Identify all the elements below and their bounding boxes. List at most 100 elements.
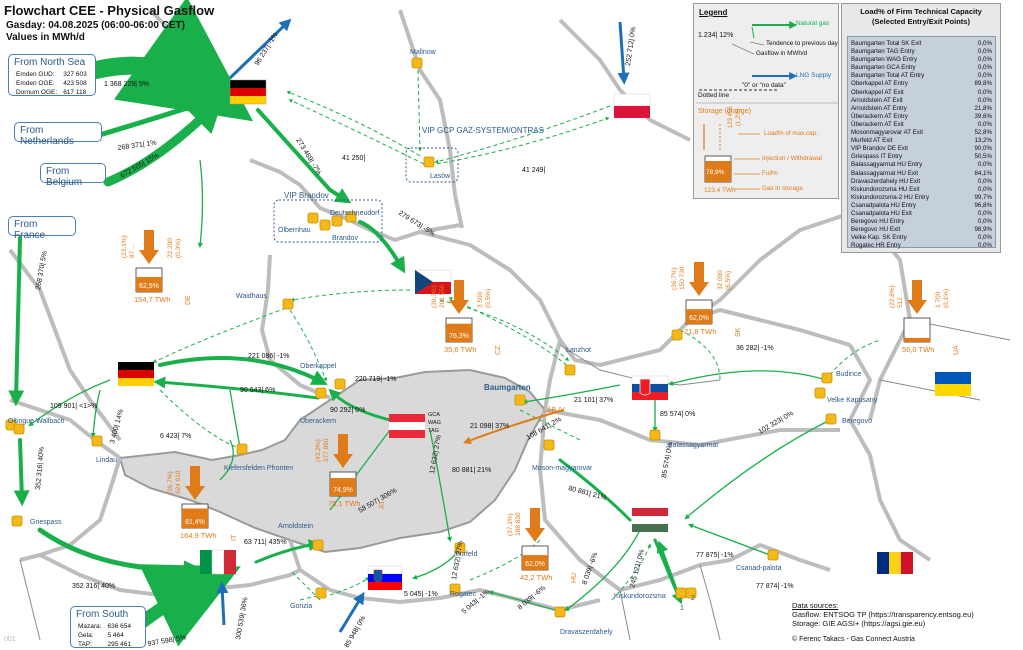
south-label: Gela: [78,632,94,639]
storage-country: HU [571,573,578,583]
capacity-point: Beregovo HU Exit [851,226,901,234]
storage-fill [446,323,472,342]
thick-gas-flows [8,0,683,647]
point-label: Csanad-palota [736,565,782,572]
flow-value: 1 368 229| 5% [104,81,149,88]
flow-value: 41 249| [522,167,545,174]
flag-romania [877,552,913,574]
point-label: Murfeld [454,551,477,558]
capacity-row: Csanadpalota HU Exit 0,0% [851,210,992,218]
point-label: Griespass [30,519,62,526]
capacity-point: Balassagyarmat HU Exit [851,169,919,177]
capacity-value: 0,0% [977,64,992,72]
capacity-point: Baumgarten TAG Entry [851,48,915,56]
capacity-point: Beregovo HU Entry [851,218,905,226]
gca-wag-tag-label: TAG [428,428,439,434]
source-belgium: From Belgium [40,163,106,188]
storage-withdrawal: 377 890 [323,438,330,462]
source-france-label: From France [14,219,46,241]
flow-value: 85 574| 0% [660,411,695,418]
capacity-point: Rogatec HR Entry [851,242,901,250]
storage-withdrawal: 87 … [129,242,136,258]
point-label: Rogatec [450,591,477,598]
ns-value: 327 603 [63,71,87,78]
storage-load: (22,8%) [889,285,896,308]
capacity-value: 21,8% [974,104,992,112]
point-label: Waidhaus [236,293,267,300]
data-sources: Data sources: Gasflow: ENTSOG TP (https:… [792,601,974,628]
legend-graphics [696,21,838,190]
storage-load: (36,7%) [671,267,678,290]
point-label: Beregovo [842,418,872,425]
flow-value: 8 039| -6% [581,552,599,586]
south-value: 295 461 [107,641,131,648]
point-label: Velke Kapusany [827,397,878,404]
flow-value: 41 250| [342,155,365,162]
point-label: Balassagyarmat [668,442,718,449]
storage-injection-pct: (0,5%) [485,289,492,308]
storage-withdrawal: 512 … [897,289,904,308]
flow-value: 77 875| -1% [696,552,734,559]
point-label: Arnoldstein [278,523,313,530]
storage-injection-pct: (0,3%) [175,239,182,258]
south-table: Mazara:636 654 Gela:5 464 TAP:295 461 [75,622,134,649]
capacity-value: 0,0% [977,209,992,217]
storage-full-pct: 81,4% [185,519,205,526]
storage-it [181,466,209,529]
lab-iv-label: LÁB IV [543,405,565,414]
storage-ua [903,280,931,343]
capacity-value: 0,0% [977,242,992,250]
source-storage: Storage: GIE AGSI+ (https://agsi.gie.eu) [792,619,926,628]
capacity-point: Csanadpalota HU Exit [851,209,912,217]
gca-wag-tag-label: GCA [428,412,440,418]
legend-v1: 123 456 [728,106,734,128]
point-label: Überackern [300,417,336,425]
capacity-value: 0,0% [977,56,992,64]
capacity-value: 99,7% [974,193,992,201]
point-label: Kiskundorozsma [614,593,666,600]
flow-value: 937 598| 5% [147,634,187,648]
flow-value: 21 098| 37% [470,423,509,430]
storage-full-pct: 17,5% [907,333,927,340]
flow-value: 36 282| -1% [736,345,774,352]
source-netherlands: From Netherlands [14,122,102,147]
lng-flows [216,18,630,633]
storage-full-pct: 74,9% [333,487,353,494]
storage-twh: 154,7 TWh [134,295,171,304]
source-north-sea-title: From North Sea [14,57,86,68]
storage-twh: 42,2 TWh [520,573,552,582]
storage-twh: 35,6 TWh [444,345,476,354]
storage-withdrawal: 188 830 [515,512,522,536]
withdrawal-arrow-icon [185,466,205,500]
storage-injection: 32 000 [717,270,724,290]
capacity-value: 84,1% [974,169,992,177]
flow-value: 268 370| 5% [35,251,49,291]
capacity-point: Überackern AT Exit [851,120,904,128]
capacity-point: Überackern AT Entry [851,112,908,120]
page-title: Flowchart CEE - Physical Gasflow [4,3,215,18]
capacity-point: Kiskundorozsma-2 HU Entry [851,193,930,201]
capacity-point: Csanadpalota HU Entry [851,201,917,209]
legend-zero: "0" or "no data" [742,82,786,89]
capacity-row: Kiskundorozsma-2 HU Entry 99,7% [851,194,992,202]
hub-oberkappel [334,378,346,390]
storage-sk [685,262,713,325]
storage-twh: 21,8 TWh [684,327,716,336]
capacity-value: 89,8% [974,80,992,88]
south-label: TAP: [78,641,92,648]
point-label: Lasów [430,173,451,180]
vip-brandov-label: VIP Brandov [284,191,329,200]
capacity-value: 0,0% [977,177,992,185]
north-sea-table: Emden GUD:327 603 Emden OGE:423 508 Dorn… [13,70,90,97]
capacity-value: 39,6% [974,112,992,120]
legend-inj: Injection / Withdrawal [762,155,822,162]
flow-value: 300 539| 36% [235,597,249,641]
storage-withdrawal: 201 550 [439,284,446,308]
capacity-point: Kiskundorozsma HU Exit [851,185,920,193]
source-belgium-label: From Belgium [46,166,83,188]
